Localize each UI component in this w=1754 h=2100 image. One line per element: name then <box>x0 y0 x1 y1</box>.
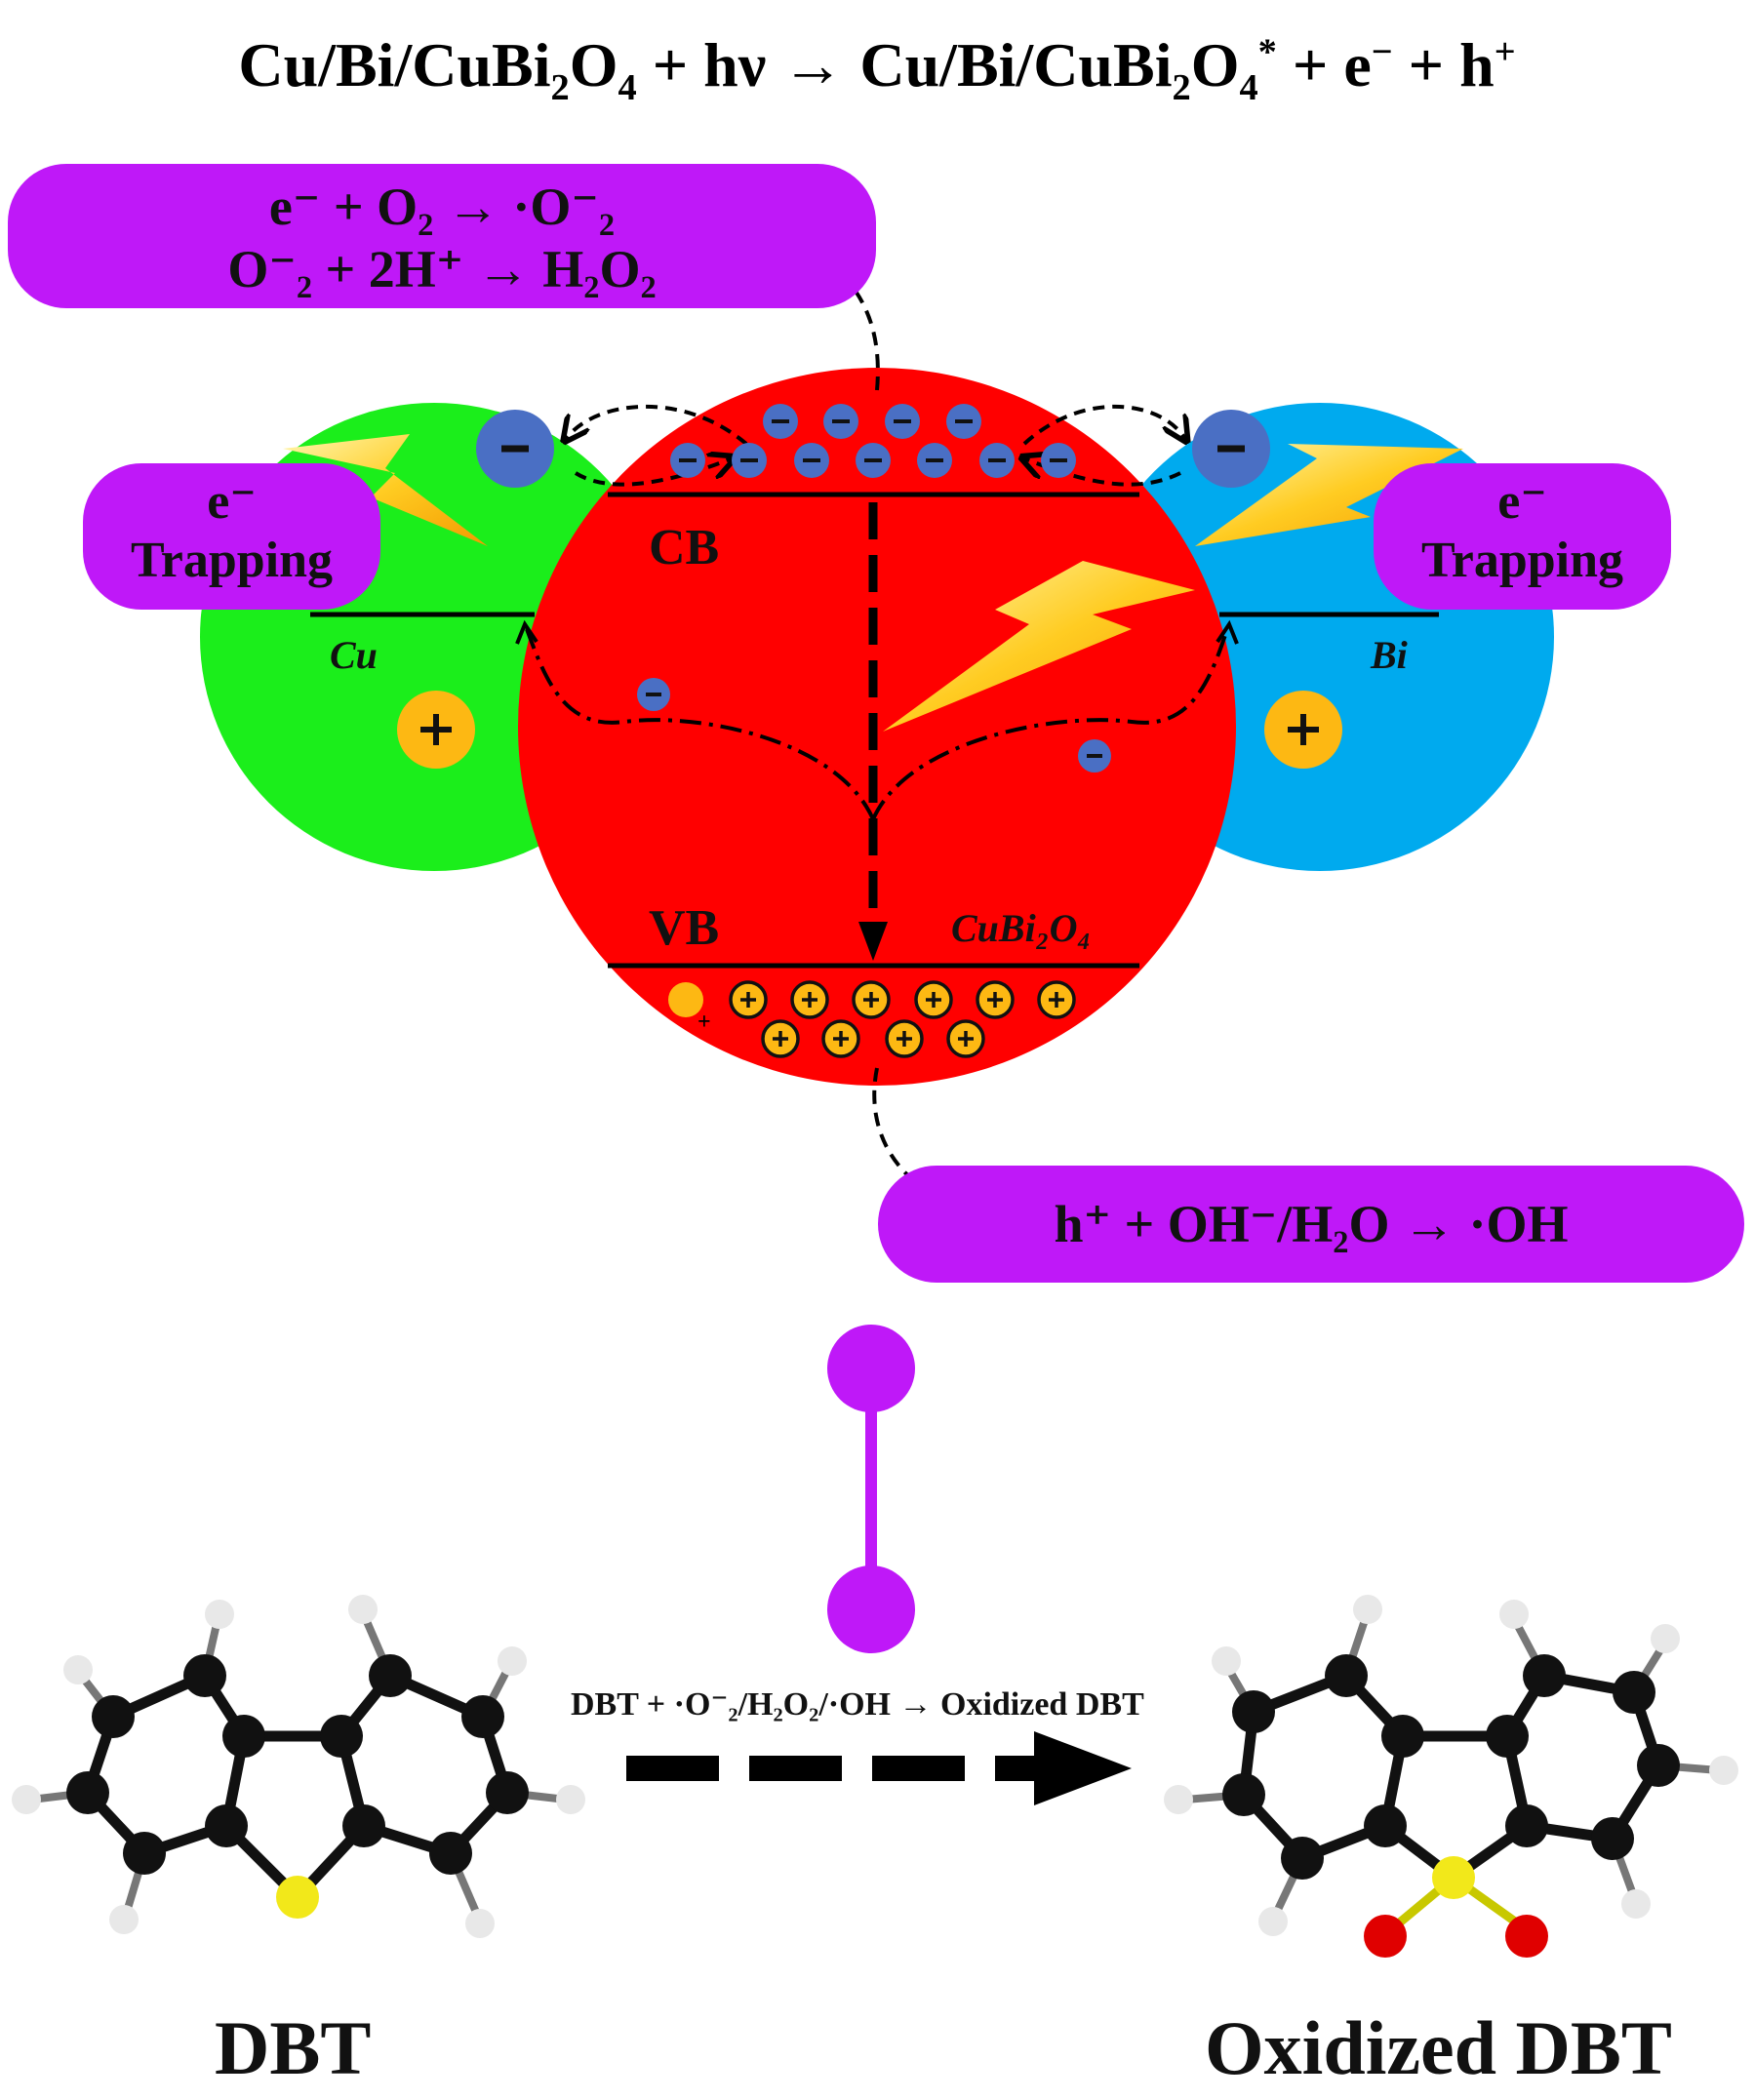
trap-label: Trapping <box>130 533 334 588</box>
transfer-path-bi <box>871 628 1229 820</box>
dbt-molecule <box>12 1595 585 1938</box>
oxidized-dbt-molecule <box>1164 1595 1738 1958</box>
lightning-bi-icon <box>1195 444 1463 546</box>
dbt-label: DBT <box>215 2005 372 2090</box>
hydroxyl-reaction-box: h⁺ + OH⁻/H₂O → ·OH <box>878 1166 1744 1283</box>
cu-label: Cu <box>330 633 378 677</box>
trap-electron-label: e⁻ <box>207 474 257 530</box>
cu-trapping-box: e⁻ Trapping <box>83 463 380 610</box>
lightning-cu-icon <box>283 434 488 546</box>
cb-electrons <box>637 404 1111 773</box>
oxygen-atom <box>1364 1915 1407 1958</box>
vb-holes: + <box>668 980 1076 1058</box>
connector-bottom-node <box>827 1565 915 1653</box>
reaction-arrow-label: DBT + ·O⁻₂/H₂O₂/·OH → Oxidized DBT <box>571 1686 1144 1723</box>
transfer-path-cu <box>525 628 875 820</box>
oxygen-atom <box>1505 1915 1548 1958</box>
sulfur-atom <box>276 1876 319 1919</box>
cb-to-bi-arrow <box>1022 404 1185 444</box>
superoxide-reaction-line: e⁻ + O₂ → ·O⁻₂ <box>268 178 616 236</box>
overall-equation: Cu/Bi/CuBi2O4 + hν → Cu/Bi/CuBi2O4* + e−… <box>238 30 1516 108</box>
lightning-center-icon <box>883 561 1195 732</box>
side-holes <box>397 691 1342 769</box>
svg-text:+: + <box>698 1010 711 1035</box>
connector-top-node <box>827 1325 915 1412</box>
cubi2o4-label: CuBi₂O₄ <box>951 906 1092 950</box>
peroxide-reaction-line: O⁻₂ + 2H⁺ → H₂O₂ <box>227 240 657 298</box>
sulfur-atom <box>1432 1856 1475 1899</box>
reaction-arrow <box>626 1731 1132 1805</box>
cb-to-cu-arrow <box>566 404 748 444</box>
bi-label: Bi <box>1370 633 1408 677</box>
trap-label: Trapping <box>1420 533 1624 588</box>
oxidized-dbt-label: Oxidized DBT <box>1205 2005 1672 2090</box>
superoxide-reaction-box: e⁻ + O₂ → ·O⁻₂ O⁻₂ + 2H⁺ → H₂O₂ <box>8 164 876 308</box>
trapped-electrons <box>476 410 1270 488</box>
hydroxyl-reaction-line: h⁺ + OH⁻/H₂O → ·OH <box>1054 1195 1569 1253</box>
vb-label: VB <box>649 900 719 956</box>
bi-trapping-box: e⁻ Trapping <box>1374 463 1671 610</box>
cb-label: CB <box>649 520 719 575</box>
trap-electron-label: e⁻ <box>1497 474 1547 530</box>
